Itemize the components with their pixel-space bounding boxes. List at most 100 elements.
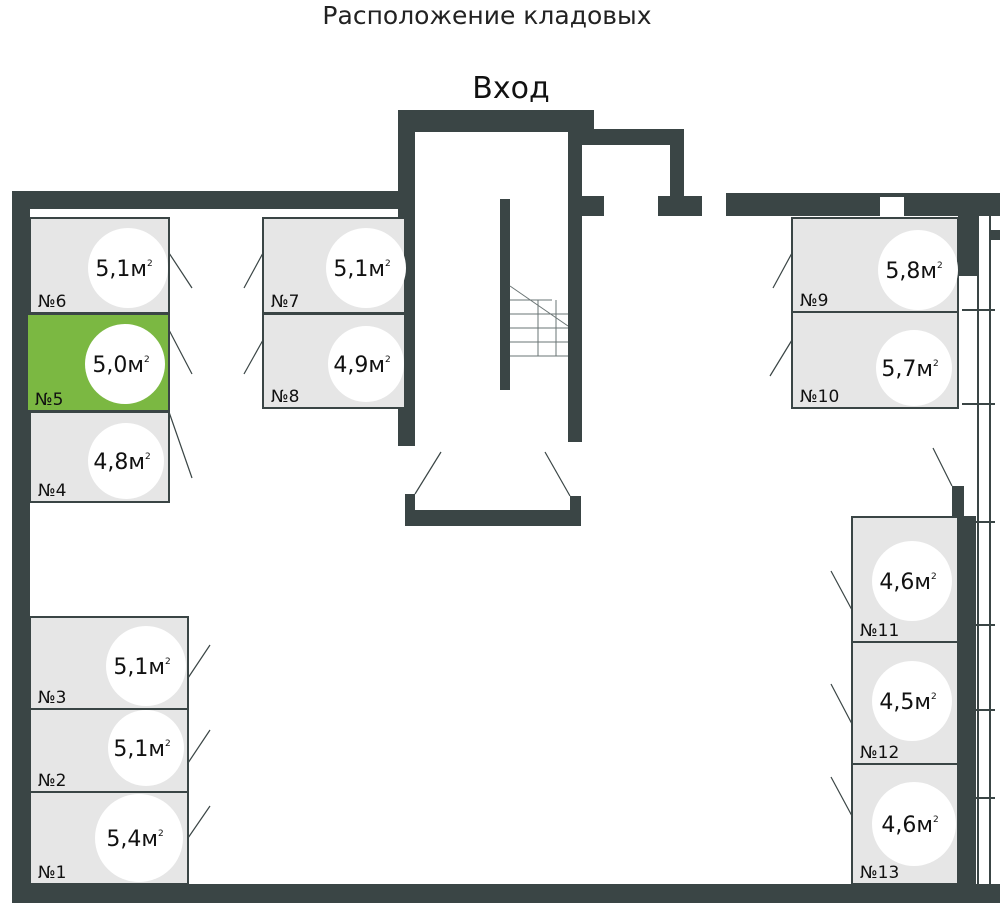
unit-number: №9 [800, 291, 829, 311]
unit-area-sup: 2 [933, 815, 939, 825]
wall-right-column-top [958, 196, 978, 276]
unit-area-label: 4,5м2 [879, 690, 936, 715]
unit-number: №13 [860, 863, 899, 883]
wall-left [12, 191, 30, 903]
unit-area-value: 5,1 [95, 257, 130, 282]
unit-area-value: 4,9 [333, 353, 368, 378]
wall-annex-right [670, 129, 684, 197]
unit-area-label: 5,0м2 [92, 353, 149, 378]
stair-steps [509, 285, 569, 357]
unit-area-sup: 2 [385, 259, 391, 269]
unit-area-unit: м [127, 353, 144, 378]
unit-area-sup: 2 [931, 572, 937, 582]
unit-area-value: 5,1 [113, 655, 148, 680]
unit-number: №4 [38, 481, 67, 501]
wall-stair-top [398, 110, 594, 132]
door-swing [187, 729, 211, 764]
unit-area-value: 5,8 [885, 259, 920, 284]
door-swing [168, 252, 193, 289]
unit-area-label: 5,1м2 [113, 737, 170, 762]
door-swing [769, 339, 793, 377]
door-swing [187, 805, 211, 839]
unit-area-label: 5,1м2 [95, 257, 152, 282]
unit-number: №3 [38, 688, 67, 708]
unit-area-unit: м [368, 257, 385, 282]
unit-area-label: 5,8м2 [885, 259, 942, 284]
storage-unit-8[interactable]: 4,9м2 №8 [243, 313, 406, 409]
unit-area-value: 5,0 [92, 353, 127, 378]
unit-area-sup: 2 [931, 692, 937, 702]
area-badge [95, 794, 183, 882]
storage-unit-9[interactable]: 5,8м2 №9 [772, 217, 959, 313]
unit-area-value: 4,6 [881, 813, 916, 838]
area-badge [85, 324, 165, 404]
stair-rail [500, 199, 510, 390]
unit-area-sup: 2 [385, 355, 391, 365]
unit-area-sup: 2 [933, 359, 939, 369]
plan-title: Расположение кладовых [322, 1, 651, 30]
wall-bottom [12, 884, 1000, 903]
unit-area-value: 5,7 [881, 357, 916, 382]
unit-area-sup: 2 [165, 739, 171, 749]
area-badge [878, 230, 958, 310]
unit-area-unit: м [920, 259, 937, 284]
wall-right-edge [990, 230, 1000, 240]
door-swing [243, 339, 264, 375]
door-swing [187, 644, 211, 679]
walls [12, 110, 1000, 903]
unit-number: №8 [271, 387, 300, 407]
area-badge [108, 710, 184, 786]
unit-area-label: 4,6м2 [879, 570, 936, 595]
wall-annex-left-top [582, 196, 604, 216]
unit-area-sup: 2 [165, 657, 171, 667]
wall-top-right-b [726, 196, 880, 216]
storage-unit-13[interactable]: 4,6м2 №13 [830, 763, 959, 885]
unit-number: №10 [800, 387, 839, 407]
unit-area-value: 5,1 [113, 737, 148, 762]
area-badge [88, 423, 164, 499]
unit-area-value: 5,4 [106, 827, 141, 852]
area-badge [326, 228, 406, 308]
area-badge [106, 626, 186, 706]
wall-right-column-low [958, 516, 976, 886]
unit-area-value: 4,5 [879, 690, 914, 715]
door-swing [168, 329, 193, 375]
storage-units: 5,4м2№15,1м2№25,1м2№34,8м2№45,0м2№55,1м2… [26, 217, 959, 885]
unit-area-sup: 2 [147, 259, 153, 269]
wall-top-left [12, 191, 407, 209]
unit-area-unit: м [141, 827, 158, 852]
unit-area-label: 5,1м2 [333, 257, 390, 282]
unit-area-label: 4,6м2 [881, 813, 938, 838]
door-swing [243, 252, 264, 289]
unit-area-sup: 2 [144, 355, 150, 365]
unit-area-sup: 2 [145, 452, 151, 462]
unit-area-unit: м [148, 737, 165, 762]
area-badge [872, 541, 952, 621]
wall-annex-top [582, 129, 684, 145]
area-badge [328, 326, 404, 402]
unit-area-value: 4,8 [93, 450, 128, 475]
unit-number: №5 [35, 390, 64, 410]
storage-unit-5[interactable]: 5,0м2 №5 [26, 313, 193, 412]
unit-area-unit: м [914, 570, 931, 595]
window-frames [962, 216, 995, 884]
unit-area-unit: м [128, 450, 145, 475]
unit-area-sup: 2 [158, 829, 164, 839]
storage-unit-2[interactable]: 5,1м2 №2 [29, 708, 211, 793]
unit-number: №2 [38, 771, 67, 791]
storage-unit-4[interactable]: 4,8м2 №4 [29, 411, 193, 503]
door-swing [772, 252, 793, 289]
unit-number: №12 [860, 743, 899, 763]
door-swings [414, 447, 953, 497]
unit-area-unit: м [368, 353, 385, 378]
unit-area-unit: м [130, 257, 147, 282]
wall-top-right-sill [726, 193, 1000, 197]
area-badge [88, 228, 168, 308]
storage-unit-12[interactable]: 4,5м2 №12 [830, 641, 959, 765]
